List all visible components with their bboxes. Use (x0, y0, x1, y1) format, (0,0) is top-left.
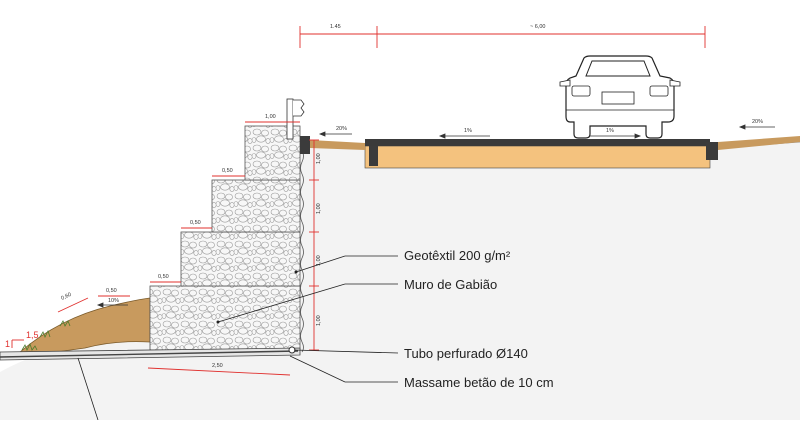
label-perforated-pipe: Tubo perfurado Ø140 (404, 346, 528, 361)
dim-height-4: 1,00 (316, 315, 322, 326)
bank-ratio-rise: 1 (5, 339, 10, 349)
asphalt-layer (365, 139, 710, 146)
gabion-step-3 (211, 179, 301, 233)
dim-toe: 0,60 (60, 292, 72, 302)
label-concrete-base: Massame betão de 10 cm (404, 375, 554, 390)
dim-step-width-2: 0,50 (222, 168, 233, 174)
leader-lines (77, 255, 399, 421)
grass-toe (21, 320, 71, 351)
road-base-layer (364, 145, 711, 169)
slope-arrows (96, 124, 775, 308)
dim-lane: ~ 6,00 (530, 24, 545, 30)
curb-right (706, 142, 718, 160)
dim-step-width-5: 0,50 (106, 288, 117, 294)
dim-base-width: 2,50 (212, 363, 223, 369)
label-geotextile: Geotêxtil 200 g/m² (404, 248, 511, 263)
dimensions (11, 26, 706, 376)
pipe-line (0, 350, 299, 358)
guardrail (286, 98, 305, 140)
curb-left (300, 136, 310, 154)
ground-fill (0, 140, 800, 420)
slope-toe: 10% (108, 298, 119, 304)
shoulder-soil-right (718, 136, 800, 150)
slope-road-b: 1% (606, 128, 614, 134)
dim-step-width-4: 0,50 (158, 274, 169, 280)
guardrail-beam (293, 99, 305, 117)
dim-height-2: 1,00 (316, 203, 322, 214)
dim-height-3: 1,00 (316, 255, 322, 266)
geotextile-line (300, 149, 304, 353)
gabion-wall (149, 125, 301, 351)
car-icon (559, 55, 681, 139)
dim-step-width-1: 1,00 (265, 114, 276, 120)
slope-road-a: 1% (464, 128, 472, 134)
slope-left-shoulder: 20% (336, 126, 347, 132)
gabion-step-1 (149, 285, 301, 351)
guardrail-post (286, 98, 294, 140)
slope-right-shoulder: 20% (752, 119, 763, 125)
curb-inner-left (369, 146, 378, 166)
dim-shoulder: 1.45 (330, 24, 341, 30)
dim-step-width-3: 0,50 (190, 220, 201, 226)
shoulder-soil-left (310, 140, 365, 150)
bank-ratio-run: 1,5 (26, 330, 39, 340)
dim-height-1: 1,00 (316, 153, 322, 164)
label-gabion-wall: Muro de Gabião (404, 277, 497, 292)
gabion-step-2 (180, 231, 301, 287)
